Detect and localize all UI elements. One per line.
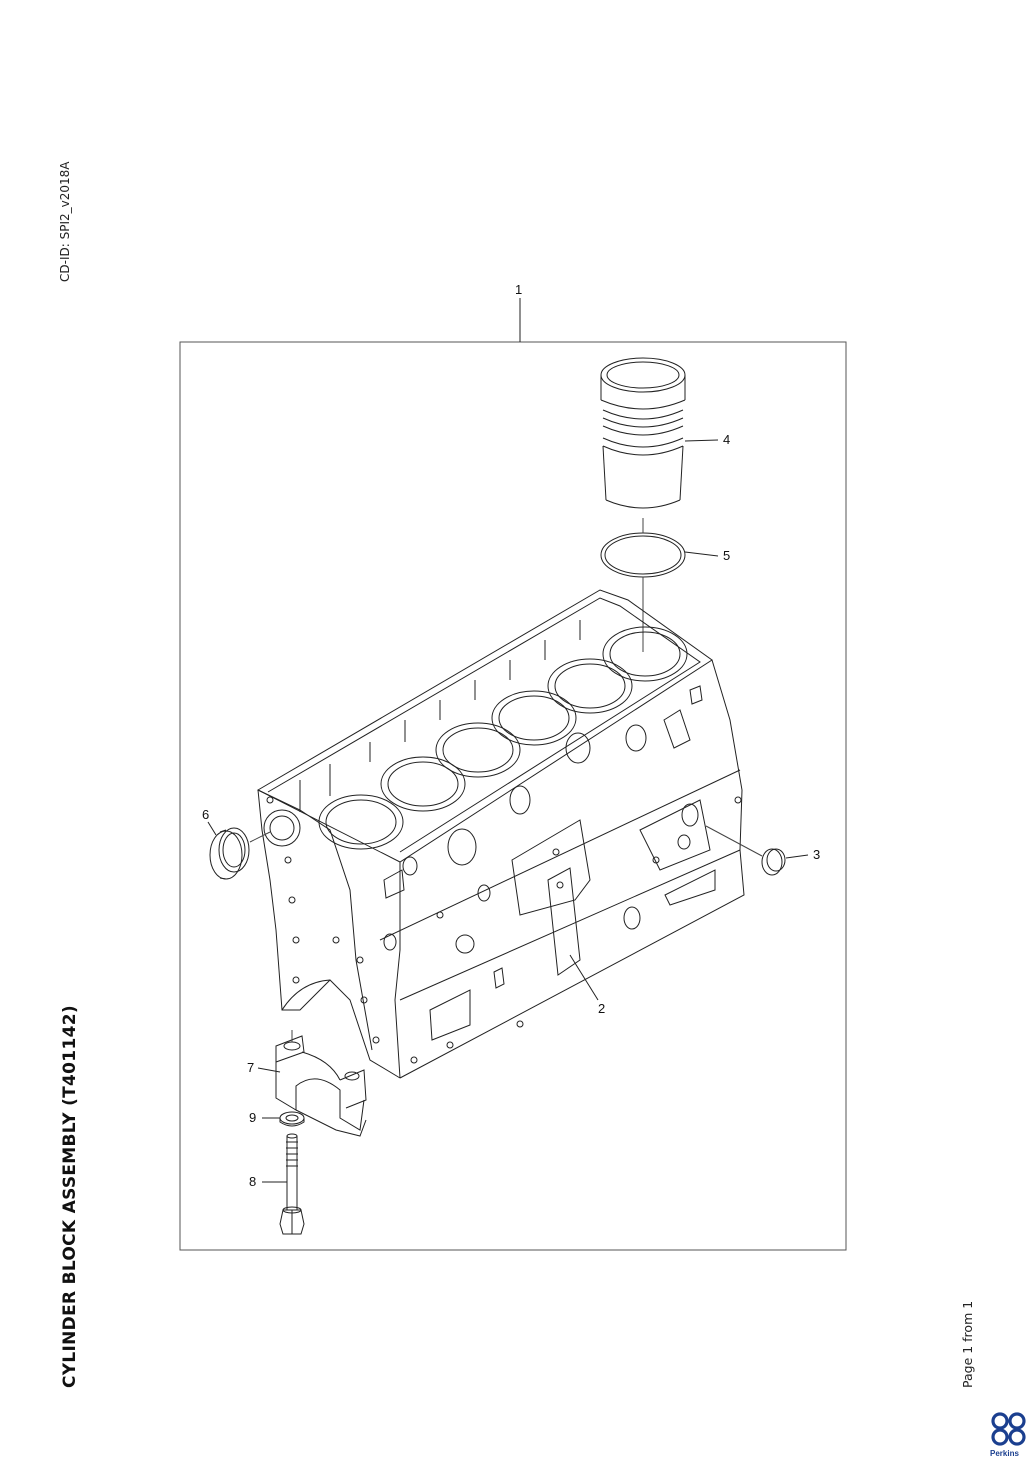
leader-line-6 (207, 821, 217, 836)
perkins-logo-icon (991, 1412, 1026, 1446)
plug-right-drawing (761, 848, 786, 876)
callout-number-8: 8 (249, 1174, 256, 1189)
axis-line-plug-left (249, 831, 271, 843)
main-bearing-cap-drawing (275, 1035, 367, 1137)
callout-number-1: 1 (515, 282, 522, 297)
axis-line-plug-right (705, 825, 763, 857)
leader-line-5 (684, 551, 719, 557)
callout-number-9: 9 (249, 1110, 256, 1125)
cap-bolt-drawing (279, 1133, 305, 1235)
callout-number-2: 2 (598, 1001, 605, 1016)
assembly-frame (179, 341, 847, 1251)
o-ring-drawing (600, 532, 686, 578)
callout-number-7: 7 (247, 1060, 254, 1075)
cylinder-block-drawing (256, 589, 745, 1079)
brand-name: Perkins (990, 1449, 1019, 1458)
leader-line-3 (785, 854, 809, 859)
callout-number-5: 5 (723, 548, 730, 563)
washer-drawing (279, 1111, 305, 1127)
callout-number-3: 3 (813, 847, 820, 862)
cylinder-liner-drawing (600, 357, 686, 509)
callout-number-4: 4 (723, 432, 730, 447)
leader-line-2 (569, 954, 599, 1001)
leader-line-4 (684, 439, 719, 442)
callout-number-6: 6 (202, 807, 209, 822)
plug-left-drawing (209, 827, 250, 880)
leader-line-7 (257, 1067, 281, 1073)
